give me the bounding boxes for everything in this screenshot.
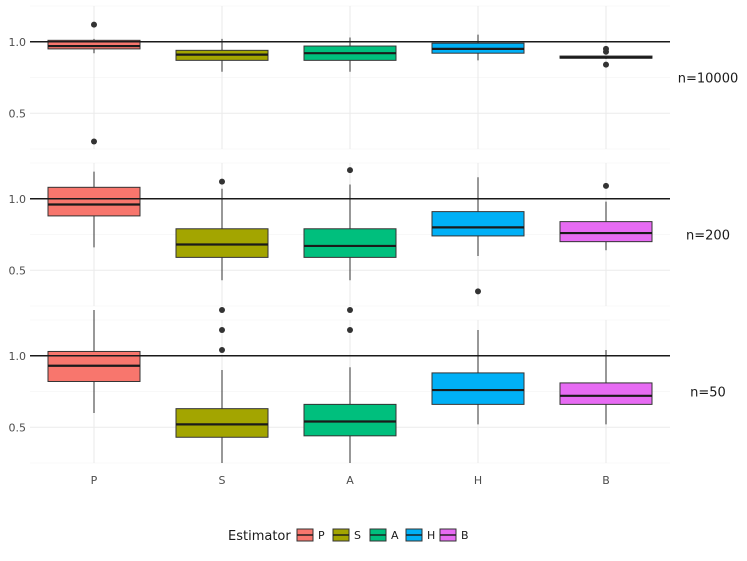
outlier-point — [219, 327, 225, 334]
box-body — [559, 382, 653, 405]
x-tick-label: H — [474, 474, 482, 487]
box-B — [559, 45, 653, 68]
y-tick-label: 0.5 — [9, 264, 27, 277]
panel-n=10000: 0.5 1.0 n=10000 — [9, 5, 739, 150]
panels: 0.5 1.0 n=10000 0.5 1.0 n=200 0.5 1.0 n=50 — [9, 5, 739, 464]
outlier-point — [347, 327, 353, 334]
box-body — [175, 228, 269, 258]
legend-label: B — [461, 529, 469, 542]
panel-n=200: 0.5 1.0 n=200 — [9, 138, 730, 307]
y-tick-label: 1.0 — [9, 36, 27, 49]
box-S — [175, 306, 269, 463]
box-body — [47, 39, 141, 50]
facet-label: n=10000 — [678, 72, 739, 87]
x-tick-label: P — [91, 474, 98, 487]
legend-label: S — [354, 529, 361, 542]
x-tick-label: A — [346, 474, 354, 487]
outlier-point — [219, 178, 225, 185]
outlier-point — [603, 182, 609, 189]
legend-title: Estimator — [228, 529, 291, 544]
outlier-point — [603, 45, 609, 52]
box-P — [47, 309, 141, 413]
box-S — [175, 178, 269, 281]
box-S — [175, 38, 269, 72]
box-body — [431, 211, 525, 237]
box-body — [47, 186, 141, 217]
box-A — [303, 167, 397, 281]
legend-entry-B: B — [439, 528, 469, 542]
facet-label: n=200 — [686, 229, 730, 244]
outlier-point — [219, 347, 225, 354]
outlier-point — [91, 138, 97, 145]
x-tick-label: B — [602, 474, 610, 487]
panel-n=50: 0.5 1.0 n=50 — [9, 288, 726, 464]
outlier-point — [219, 306, 225, 313]
legend-entry-A: A — [369, 528, 399, 542]
y-tick-label: 1.0 — [9, 193, 27, 206]
box-body — [303, 403, 397, 437]
box-P — [47, 21, 141, 54]
legend-label: P — [318, 529, 325, 542]
box-B — [559, 182, 653, 251]
box-body — [175, 408, 269, 438]
box-body — [303, 228, 397, 258]
outlier-point — [603, 61, 609, 68]
y-tick-label: 1.0 — [9, 350, 27, 363]
outlier-point — [91, 21, 97, 28]
y-tick-label: 0.5 — [9, 421, 27, 434]
box-body — [431, 372, 525, 405]
box-H — [431, 288, 525, 425]
box-H — [431, 34, 525, 61]
outlier-point — [347, 167, 353, 174]
outlier-point — [347, 306, 353, 313]
box-A — [303, 37, 397, 72]
legend-label: A — [391, 529, 399, 542]
box-body — [559, 221, 653, 243]
legend-entry-S: S — [332, 528, 361, 542]
facet-label: n=50 — [690, 386, 726, 401]
box-B — [559, 350, 653, 425]
box-A — [303, 306, 397, 463]
outlier-point — [475, 288, 481, 295]
legend-label: H — [427, 529, 435, 542]
box-H — [431, 177, 525, 256]
box-P — [47, 138, 141, 248]
y-tick-label: 0.5 — [9, 107, 27, 120]
legend: Estimator P S A H B — [228, 528, 469, 544]
legend-entry-P: P — [296, 528, 325, 542]
legend-entry-H: H — [405, 528, 435, 542]
x-tick-label: S — [219, 474, 226, 487]
